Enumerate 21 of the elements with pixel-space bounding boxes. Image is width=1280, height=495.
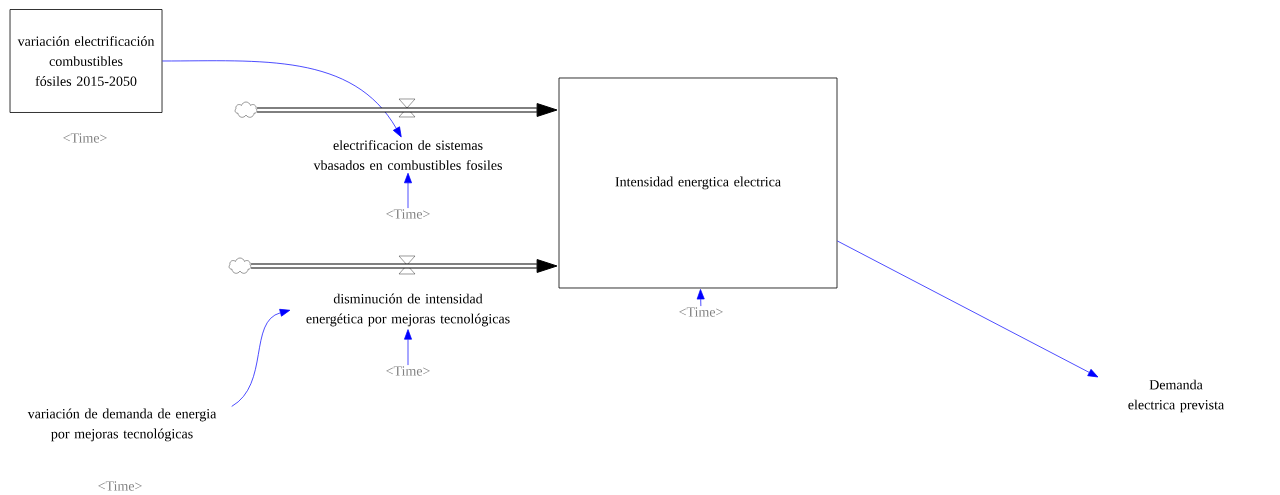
shadow-variable: <Time> [386, 366, 430, 376]
flow-pipe [257, 103, 558, 117]
cloud-symbol [228, 257, 252, 274]
cloud-symbol [234, 101, 258, 118]
variable-label: Demanda electrica prevista [1128, 379, 1224, 413]
arrow [404, 329, 412, 366]
shadow-variable: <Time> [679, 307, 723, 317]
variable-label: variación de demanda de energia por mejoras tecnológicas [27, 408, 217, 442]
flow-pipe [251, 259, 558, 273]
arrow [404, 172, 412, 209]
stock-box: variación electrificación combustibles fósiles 2015-2050 [9, 9, 163, 113]
arrow [231, 308, 291, 407]
stock-box: Intensidad energtica electrica [558, 77, 838, 289]
shadow-variable: <Time> [63, 133, 107, 143]
arrow [162, 60, 402, 138]
arrow [837, 240, 1099, 378]
arrow [696, 289, 705, 307]
variable-label: disminución de intensidad energética por mejoras tecnológicas [306, 293, 510, 327]
shadow-variable: <Time> [98, 481, 142, 491]
variable-label: electrificacion de sistemas vbasados en combustibles fosiles [313, 140, 502, 170]
shadow-variable: <Time> [386, 209, 430, 219]
